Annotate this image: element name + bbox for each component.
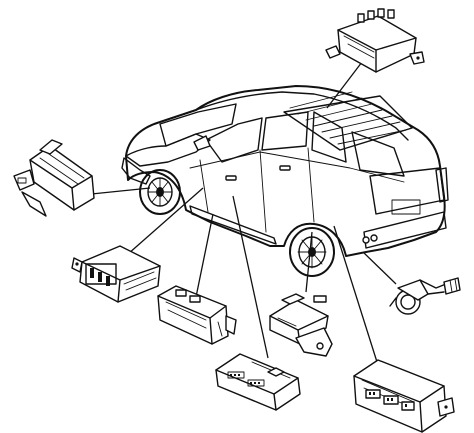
front-door-line bbox=[199, 159, 209, 213]
leader-console-module bbox=[232, 195, 269, 359]
hood bbox=[125, 133, 211, 167]
beltline bbox=[189, 151, 405, 183]
front-wheel bbox=[139, 169, 181, 215]
roof-rack bbox=[283, 91, 413, 151]
quarter-window bbox=[311, 111, 347, 163]
front-door-handle bbox=[225, 175, 237, 181]
side-mirror bbox=[193, 135, 211, 151]
rear-door-handle bbox=[279, 165, 291, 171]
vehicle-roof bbox=[195, 91, 409, 141]
front-fascia bbox=[121, 157, 151, 185]
connector-left bbox=[13, 169, 35, 191]
leader-lines bbox=[71, 61, 397, 363]
module-left-fender bbox=[13, 139, 95, 217]
leader-large-module bbox=[333, 225, 378, 363]
running-board bbox=[189, 205, 277, 245]
connector-pins bbox=[85, 263, 117, 286]
rear-window bbox=[261, 111, 309, 151]
leader-under-dash-module bbox=[127, 187, 204, 255]
leader-sensor bbox=[362, 251, 397, 285]
rear-door-line bbox=[259, 149, 267, 233]
module-roof-top-right bbox=[325, 8, 425, 73]
tailgate bbox=[369, 167, 445, 215]
front-window bbox=[205, 117, 263, 163]
large-module-connectors bbox=[365, 389, 415, 411]
leader-rail-module bbox=[195, 213, 214, 298]
rear-wheel bbox=[289, 227, 335, 277]
bracket-plate bbox=[295, 327, 333, 357]
module-bracket-rear-wheel bbox=[269, 293, 333, 357]
leader-bracket-module bbox=[305, 231, 313, 293]
module-rail-center bbox=[157, 285, 237, 345]
module-console-bottom-center bbox=[215, 353, 301, 411]
fog-lamp-left bbox=[362, 236, 370, 244]
fog-lamp-right bbox=[370, 234, 378, 242]
console-connectors bbox=[227, 371, 265, 387]
taillight bbox=[435, 167, 449, 203]
vehicle bbox=[121, 85, 449, 277]
leader-roof-module bbox=[326, 61, 363, 109]
module-under-dash-left bbox=[71, 245, 161, 303]
sensor-connector-right bbox=[389, 277, 461, 315]
rear-glass bbox=[351, 131, 405, 177]
c-pillar-line bbox=[307, 147, 315, 223]
module-large-bottom-right bbox=[353, 359, 455, 433]
license-plate bbox=[391, 199, 421, 215]
